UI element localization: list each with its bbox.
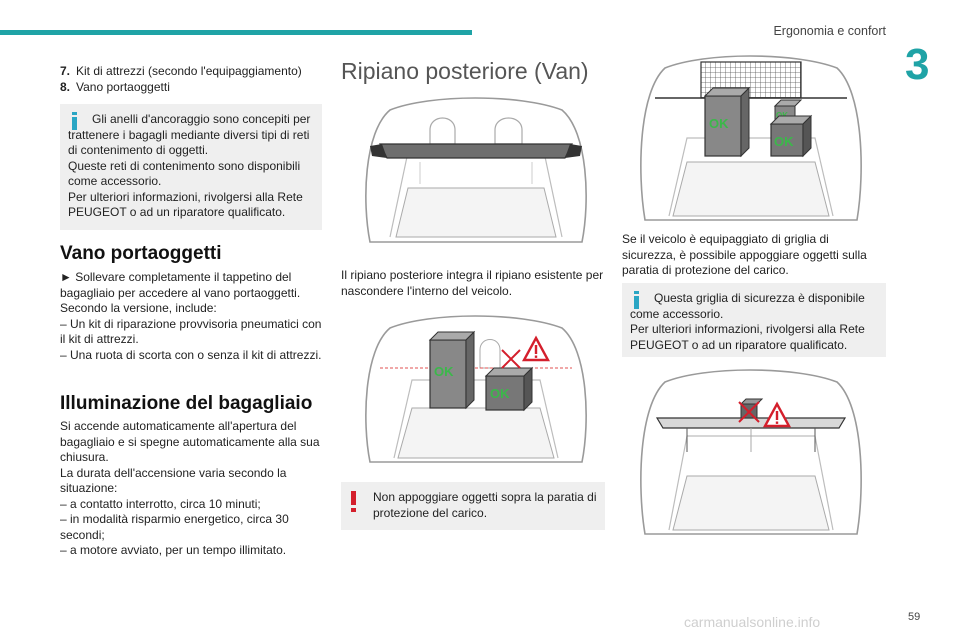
info-text-2: Queste reti di contenimento sono disponi… bbox=[68, 158, 301, 189]
info-box: Gli anelli d'ancoraggio sono concepiti p… bbox=[60, 104, 322, 230]
page-number: 59 bbox=[908, 611, 921, 623]
heading-vano-portaoggetti: Vano portaoggetti bbox=[60, 243, 222, 264]
section-title: Ergonomia e confort bbox=[773, 24, 886, 38]
list-item-text: Kit di attrezzi (secondo l'equipaggiamen… bbox=[76, 64, 302, 78]
illum-line: – a contatto interrotto, circa 10 minuti… bbox=[60, 496, 261, 511]
illum-line: – in modalità risparmio energetico, circ… bbox=[60, 512, 289, 542]
illum-line: La durata dell'accensione varia secondo … bbox=[60, 465, 287, 496]
list-item: 7. Kit di attrezzi (secondo l'equipaggiam… bbox=[60, 64, 322, 80]
illustration-cargo-shelf bbox=[365, 97, 587, 243]
ripiano-description: Il ripiano posteriore integra il ripiano… bbox=[341, 268, 604, 298]
info-text-3: Per ulteriori informazioni, rivolgersi a… bbox=[68, 189, 303, 220]
illuminazione-text: Si accende automaticamente all'apertura … bbox=[60, 419, 322, 559]
info-box: Questa griglia di sicurezza è disponibil… bbox=[622, 283, 886, 357]
vano-line: – Una ruota di scorta con o senza il kit… bbox=[60, 347, 322, 362]
info-text-2: Per ulteriori informazioni, rivolgersi a… bbox=[630, 322, 865, 352]
vano-line: Secondo la versione, include: bbox=[60, 301, 217, 315]
illustration-safety-grid: OK OK OK bbox=[640, 55, 862, 221]
warning-icon bbox=[351, 491, 357, 513]
illustration-no-load-on-shelf bbox=[640, 369, 862, 535]
vano-step: ► Sollevare completamente il tappetino d… bbox=[60, 270, 301, 300]
heading-illuminazione: Illuminazione del bagagliaio bbox=[60, 393, 313, 414]
list-item-number: 7. bbox=[60, 64, 71, 78]
page-title-ripiano: Ripiano posteriore (Van) bbox=[341, 58, 589, 84]
ok-label: OK bbox=[774, 134, 794, 149]
info-icon bbox=[631, 291, 642, 309]
vano-text: ► Sollevare completamente il tappetino d… bbox=[60, 270, 322, 363]
safety-grid-description: Se il veicolo è equipaggiato di griglia … bbox=[622, 232, 867, 277]
info-text-1: Gli anelli d'ancoraggio sono concepiti p… bbox=[68, 112, 311, 157]
info-text-1: Questa griglia di sicurezza è disponibil… bbox=[630, 291, 865, 321]
chapter-number: 3 bbox=[905, 40, 930, 89]
list-item: 8. Vano portaoggetti bbox=[60, 80, 322, 96]
list-item-number: 8. bbox=[60, 80, 71, 94]
warning-text: Non appoggiare oggetti sopra la paratia … bbox=[373, 490, 597, 520]
header-accent-bar bbox=[0, 30, 472, 35]
illum-line: – a motore avviato, per un tempo illimit… bbox=[60, 543, 287, 557]
ok-label: OK bbox=[434, 364, 454, 379]
info-icon bbox=[69, 112, 80, 130]
ok-label: OK bbox=[709, 116, 729, 131]
illustration-load-barrier-ok: OK OK bbox=[365, 315, 587, 463]
illum-line: Si accende automaticamente all'apertura … bbox=[60, 419, 320, 464]
watermark: carmanualsonline.info bbox=[684, 614, 821, 630]
list-item-text: Vano portaoggetti bbox=[76, 80, 170, 94]
warning-box: Non appoggiare oggetti sopra la paratia … bbox=[341, 482, 605, 530]
ok-label: OK bbox=[490, 386, 510, 401]
vano-line: – Un kit di riparazione provvisoria pneu… bbox=[60, 316, 322, 347]
